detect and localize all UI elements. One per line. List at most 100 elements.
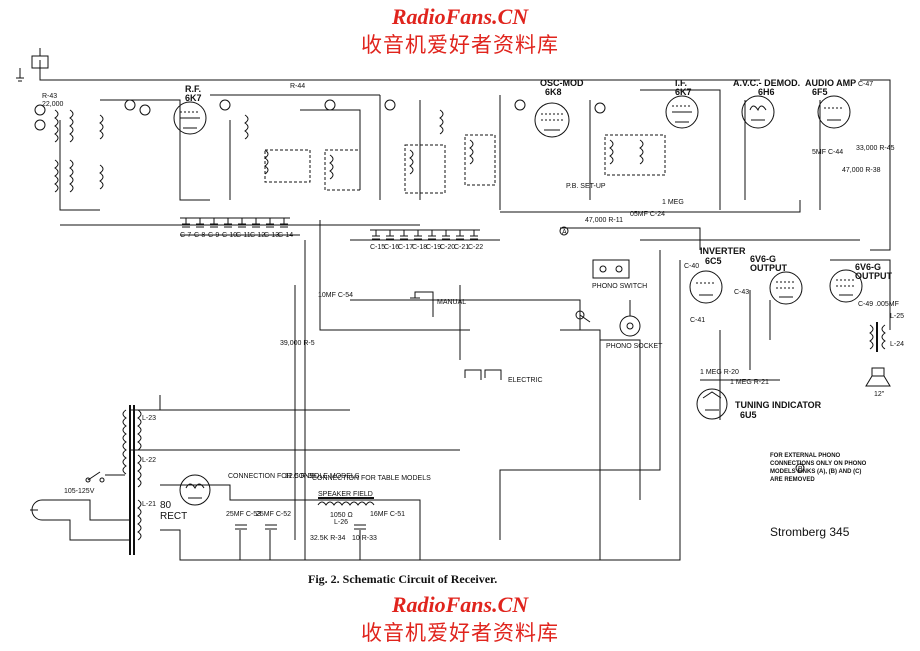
trimmer-label: C-17: [398, 244, 413, 251]
label-c53: 25MF C-53: [226, 511, 261, 518]
phono-switch: [592, 259, 630, 279]
label-l23: L-23: [142, 415, 156, 422]
label-c41: C-41: [690, 317, 705, 324]
tube-label-rf: R.F.: [185, 84, 201, 94]
label-l22: L-22: [142, 457, 156, 464]
label-electric: ELECTRIC: [508, 377, 543, 384]
watermark-chinese-top: 收音机爱好者资料库: [361, 33, 559, 57]
label-field-ref: L-26: [334, 519, 348, 526]
trimmer-label: C-19: [426, 244, 441, 251]
label-mains: 105-125V: [64, 488, 95, 495]
watermark-chinese-bottom: 收音机爱好者资料库: [361, 621, 559, 645]
label-speaker-size: 12": [874, 391, 885, 398]
tube-label-tuning: TUNING INDICATOR: [735, 400, 822, 410]
tube-label-avc: A.V.C.- DEMOD.: [733, 78, 800, 88]
trimmer-label: C-10: [222, 232, 237, 239]
label-r33: 10 R-33: [352, 535, 377, 542]
label-pb-setup: P.B. SET-UP: [566, 183, 606, 190]
selector-switch: [575, 310, 591, 323]
power-switch: [85, 471, 105, 483]
trimmer-label: C-7: [180, 232, 191, 239]
tube-type-out2: 6V6-G: [855, 262, 881, 272]
coil-cans: [264, 134, 666, 194]
antenna-terminal: [16, 48, 49, 82]
label-phono-socket: PHONO SOCKET: [606, 343, 663, 350]
speaker-field-coil: [317, 497, 375, 506]
tube-output-1: [769, 271, 803, 305]
label-c43: C-43: [734, 289, 749, 296]
tube-type-osc: 6K8: [545, 87, 562, 97]
filter-capacitors: [235, 524, 366, 530]
trimmer-label: C-13: [264, 232, 279, 239]
output-transformer: [869, 322, 886, 352]
label-table: CONNECTION FOR TABLE MODELS: [312, 475, 431, 482]
tube-avc: [741, 95, 775, 129]
rf-coil-bank: [54, 109, 644, 193]
tube-label-if: I.F.: [675, 78, 687, 88]
tube-type-avc: 6H6: [758, 87, 775, 97]
trimmer-label: C-14: [278, 232, 293, 239]
trimmer-label: C-16: [384, 244, 399, 251]
tube-label-audio: AUDIO AMP: [805, 78, 856, 88]
watermark-site-bottom: RadioFans.CN: [391, 592, 529, 617]
label-link-b: B: [798, 466, 803, 473]
phono-socket: [619, 300, 641, 337]
label-r34: 32.5K R-34: [310, 535, 346, 542]
manual-switch: [410, 291, 434, 317]
label-r44: R-44: [290, 83, 305, 90]
tube-output-2: [829, 269, 863, 303]
power-transformer: [122, 395, 161, 555]
trimmer-label: C-18: [412, 244, 427, 251]
label-r43: R-43: [42, 93, 57, 100]
label-r21: 1 MEG R-21: [730, 379, 769, 386]
tube-label-out2: OUTPUT: [855, 271, 893, 281]
trimmer-label: C-15: [370, 244, 385, 251]
label-c24: 05MF C-24: [630, 211, 665, 218]
label-r45: 33,000 R-45: [856, 145, 895, 152]
label-manual: MANUAL: [437, 299, 466, 306]
wiring: [39, 60, 891, 561]
tube-rf: [173, 101, 207, 135]
tube-type-rf: 6K7: [185, 93, 202, 103]
label-speaker-field: SPEAKER FIELD: [318, 491, 373, 498]
tube-type-rect: 80: [160, 500, 172, 511]
label-table-text: CONNECTION FOR TABLE MODELS: [312, 475, 431, 482]
trimmer-label: C-9: [208, 232, 219, 239]
link-markers: [559, 226, 805, 473]
label-console: CONNECTION FOR CONSOLE MODELS: [228, 473, 360, 480]
tube-label-rect: RECT: [160, 511, 187, 522]
label-r9-val: 1 MEG: [662, 199, 684, 206]
label-c54: 10MF C-54: [318, 292, 353, 299]
tube-type-out1: 6V6-G: [750, 254, 776, 264]
trimmer-label: C-11: [236, 232, 251, 239]
trimmer-label: C-12: [250, 232, 265, 239]
tube-label-osc: OSC-MOD: [540, 78, 584, 88]
label-c44: 5MF C-44: [812, 149, 843, 156]
label-field-ohm: 1050 Ω: [330, 512, 353, 519]
tube-type-inverter: 6C5: [705, 256, 722, 266]
phono-note: FOR EXTERNAL PHONO CONNECTIONS ONLY ON P…: [770, 453, 867, 483]
tube-type-tuning: 6U5: [740, 410, 757, 420]
speaker: [865, 367, 891, 387]
label-c52: 25MF C-52: [256, 511, 291, 518]
tube-label-inverter: INVERTER: [700, 246, 746, 256]
tube-label-out1: OUTPUT: [750, 263, 788, 273]
label-phono-switch: PHONO SWITCH: [592, 283, 647, 290]
label-l21: L-21: [142, 501, 156, 508]
label-r38: 47,000 R-38: [842, 167, 881, 174]
label-r35: 12.5 R-35: [285, 473, 316, 480]
label-link-a: A: [562, 229, 567, 236]
trimmer-label: C-8: [194, 232, 205, 239]
tube-if: [665, 95, 699, 129]
label-l24: L-24: [890, 341, 904, 348]
electric-switch: [464, 369, 502, 380]
label-c47: C-47: [858, 81, 873, 88]
label-c51: 16MF C-51: [370, 511, 405, 518]
model-name: Stromberg 345: [770, 525, 850, 539]
figure-caption: Fig. 2. Schematic Circuit of Receiver.: [308, 572, 498, 586]
label-c49: C-49 .005MF: [858, 301, 899, 308]
tube-tuning-indicator: [696, 388, 728, 420]
trimmer-label: C-21: [454, 244, 469, 251]
watermark-site-top: RadioFans.CN: [391, 4, 529, 29]
